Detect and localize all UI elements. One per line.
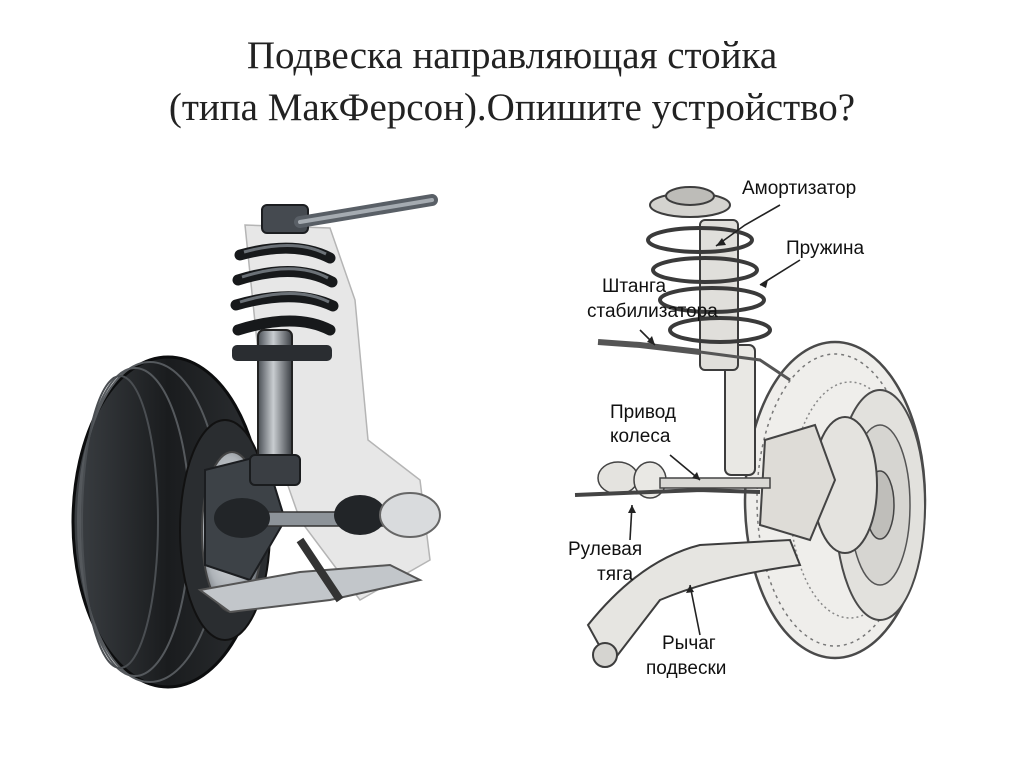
right-drive-shaft [597, 461, 771, 499]
label-drive-shaft-line-1: Привод [610, 402, 676, 423]
label-stabilizer-bar-line-2: стабилизатора [587, 301, 718, 322]
label-tie-rod-line-2: тяга [597, 564, 634, 585]
label-shock-absorber: Амортизатор [742, 178, 857, 199]
label-tie-rod-line-1: Рулевая [568, 539, 643, 560]
right-spring [646, 226, 772, 344]
callout-shock-absorber [715, 204, 781, 247]
callout-control-arm [689, 584, 701, 636]
slide-title: Подвеска направляющая стойка (типа МакФе… [0, 30, 1024, 134]
left-strut [249, 329, 301, 486]
left-suspension-illustration [71, 194, 441, 689]
label-control-arm-line-1: Рычаг [662, 633, 716, 654]
label-control-arm-line-2: подвески [646, 658, 727, 679]
title-line-1: Подвеска направляющая стойка [246, 34, 778, 77]
label-spring: Пружина [786, 238, 865, 259]
label-drive-shaft-line-2: колеса [610, 426, 671, 447]
title-line-2: (типа МакФерсон).Опишите устройство? [168, 86, 856, 129]
left-spring [230, 242, 339, 336]
left-drive-shaft [214, 492, 441, 538]
right-suspension-illustration [574, 186, 927, 668]
label-stabilizer-bar-line-1: Штанга [602, 276, 667, 297]
